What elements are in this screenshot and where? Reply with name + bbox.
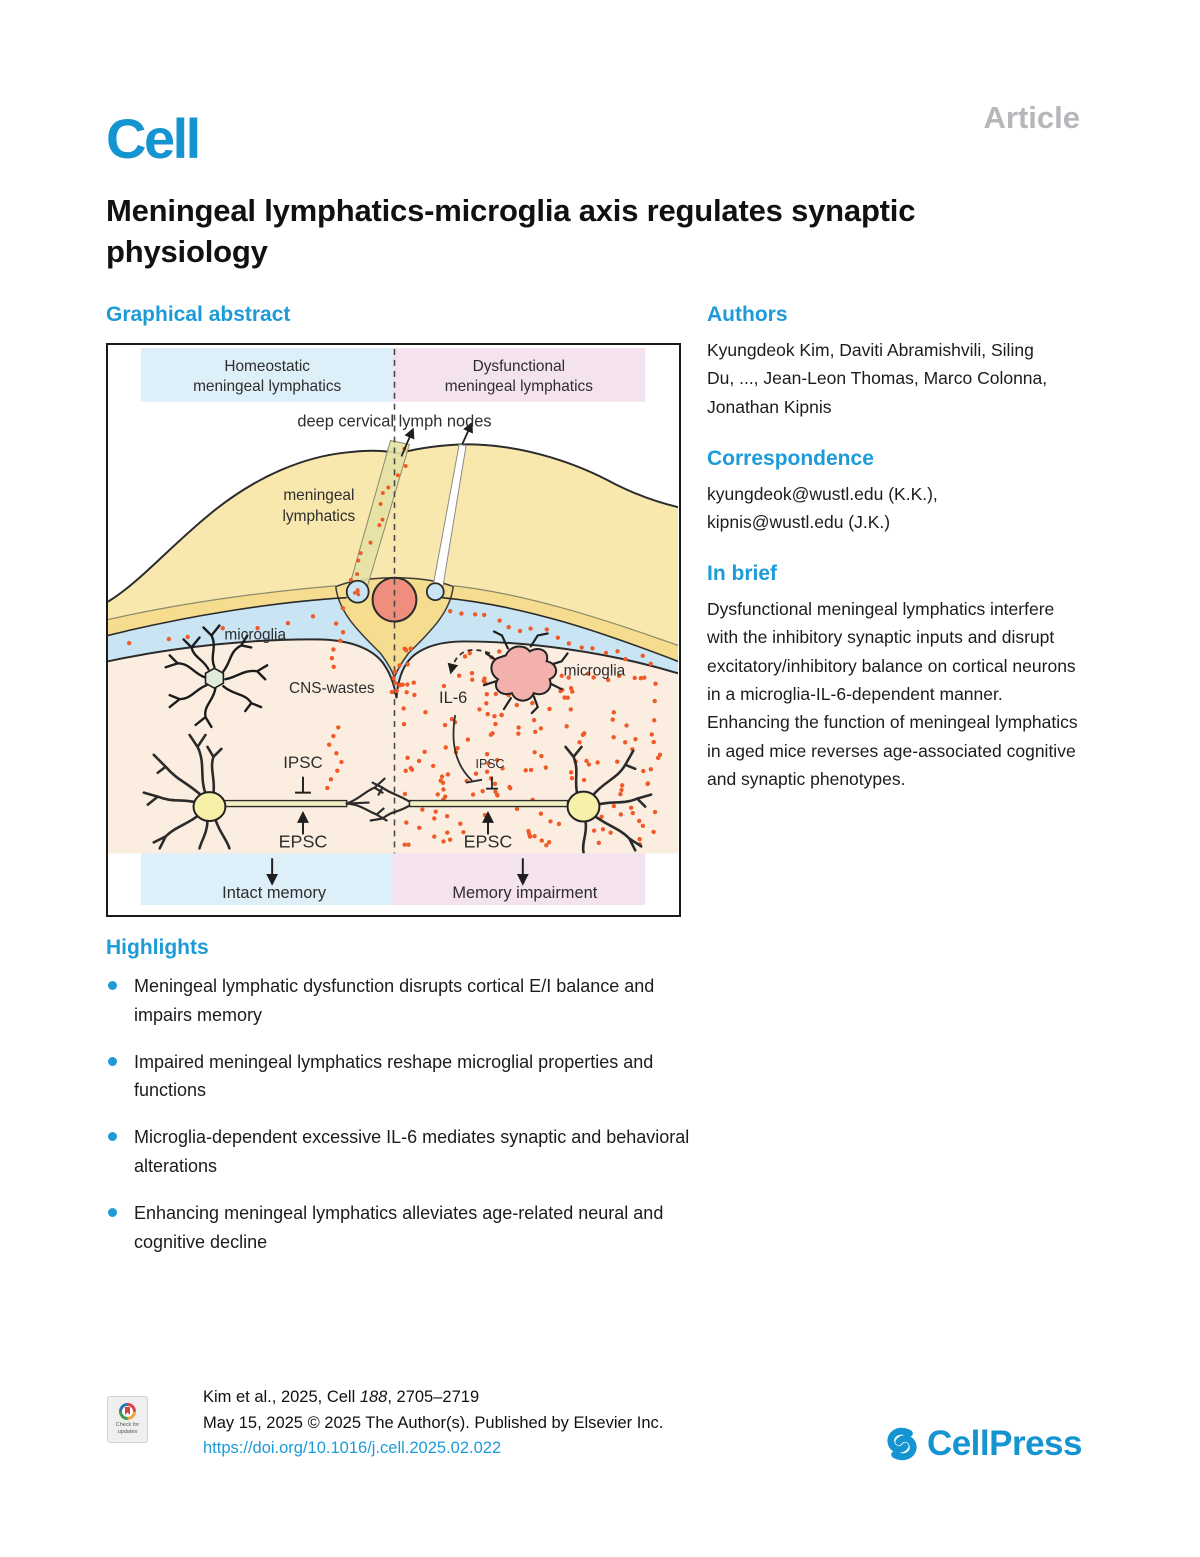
citation-line: Kim et al., 2025, Cell 188, 2705–2719 [203,1385,663,1411]
cns-waste-dot-column [325,621,346,791]
vessel-waste-dots [348,446,408,582]
csf-dots-right [448,609,653,667]
highlights-list: Meningeal lymphatic dysfunction disrupts… [106,972,716,1256]
csf-outline [107,596,679,663]
waste-dots-right-lobe [401,681,663,848]
microglia-right-label: microglia [564,662,626,679]
efflux-arrow-left [400,427,415,457]
meningeal-lymphatics-label-line2: lymphatics [283,508,356,525]
highlight-text: Meningeal lymphatic dysfunction disrupts… [134,976,655,1025]
homeostatic-label-line1: Homeostatic [224,358,310,375]
meningeal-lymphatics-label-line1: meningeal [283,487,354,504]
csf-dots-left [127,606,346,646]
dysfunctional-band [392,347,646,402]
cellpress-icon [887,1427,917,1461]
bullet-icon [108,1056,117,1066]
citation-pages: , 2705–2719 [387,1388,480,1406]
microglia-left-label: microglia [224,626,286,643]
ramified-microglia [164,624,269,729]
epsc-right-label: EPSC [464,831,513,851]
highlights-heading: Highlights [106,936,209,959]
highlights-section: Highlights Meningeal lymphatic dysfuncti… [106,936,716,1274]
neuron-right [369,745,653,854]
epsc-left-label: EPSC [279,831,328,851]
figure-annotations [295,421,498,835]
cns-wastes-label: CNS-wastes [289,680,375,697]
cellpress-logo: CellPress [883,1424,1083,1464]
right-lobe-outline [395,640,679,699]
publication-line: May 15, 2025 © 2025 The Author(s). Publi… [203,1413,664,1432]
in-brief-text: Dysfunctional meningeal lymphatics inter… [707,599,1078,790]
dysfunctional-label-line2: meningeal lymphatics [445,378,593,395]
crossmark-icon [119,1402,136,1420]
ipsc-right-label: IPSC [475,757,504,771]
graphical-abstract-figure: Homeostatic meningeal lymphatics Dysfunc… [106,343,681,917]
highlight-item: Meningeal lymphatic dysfunction disrupts… [106,972,706,1030]
dysfunctional-label-line1: Dysfunctional [473,358,565,375]
left-column: Graphical abstract [106,303,684,917]
badge-label: Check for updates [115,1421,140,1435]
deep-cervical-label: deep cervical lymph nodes [297,413,491,431]
left-lobe-outline [107,638,398,699]
authors-heading: Authors [707,303,788,326]
doi-link[interactable]: https://doi.org/10.1016/j.cell.2025.02.0… [203,1439,502,1458]
citation-volume: 188 [359,1388,388,1406]
amoeboid-microglia [482,630,569,715]
bullet-icon [108,1207,117,1217]
memory-impairment-label: Memory impairment [452,884,597,902]
dura-outline [107,585,679,646]
highlight-item: Impaired meningeal lymphatics reshape mi… [106,1048,706,1106]
cellpress-wordmark: CellPress [926,1424,1083,1463]
lymphatic-dots [352,588,361,597]
sagittal-sinus [371,576,418,623]
efflux-arrow-right [461,421,473,445]
il6-inhibition-bar [465,778,483,784]
intact-memory-label: Intact memory [222,884,327,902]
il6-release-dashed-arrow [447,649,491,675]
graphical-abstract-heading: Graphical abstract [106,303,291,326]
highlight-text: Impaired meningeal lymphatics reshape mi… [134,1051,654,1101]
check-for-updates-badge[interactable]: Check for updates [107,1396,148,1443]
homeostatic-label-line2: meningeal lymphatics [193,378,341,395]
ipsc-left-label: IPSC [283,753,322,772]
highlight-item: Enhancing meningeal lymphatics alleviate… [106,1199,706,1257]
lymphatic-cross-section-right [425,582,445,602]
cell-journal-logo: Cell [106,107,201,170]
authors-names: Kyungdeok Kim, Daviti Abramishvili, Sili… [707,340,1048,417]
highlight-text: Microglia-dependent excessive IL-6 media… [134,1127,690,1176]
il6-label: IL-6 [439,689,467,707]
bullet-icon [108,981,117,990]
citation-prefix: Kim et al., 2025, Cell [203,1388,360,1406]
bullet-icon [108,1132,117,1142]
in-brief-heading: In brief [707,562,778,586]
paper-title: Meningeal lymphatics-microglia axis regu… [106,193,916,270]
homeostatic-band [140,347,393,402]
correspondence-heading: Correspondence [707,447,874,471]
right-column: Authors Kyungdeok Kim, Daviti Abramishvi… [707,303,1097,793]
il6-inhibition-line [452,714,473,782]
fissure-dots [389,646,416,695]
article-type-label: Article [983,100,1080,135]
footer-citation: Kim et al., 2025, Cell 188, 2705–2719 Ma… [203,1385,663,1462]
highlight-text: Enhancing meningeal lymphatics alleviate… [134,1202,664,1252]
correspondence-emails: kyungdeok@wustl.edu (K.K.), kipnis@wustl… [707,484,938,533]
graphical-abstract-svg: Homeostatic meningeal lymphatics Dysfunc… [107,347,679,906]
neuron-left [142,733,388,850]
highlight-item: Microglia-dependent excessive IL-6 media… [106,1123,706,1181]
